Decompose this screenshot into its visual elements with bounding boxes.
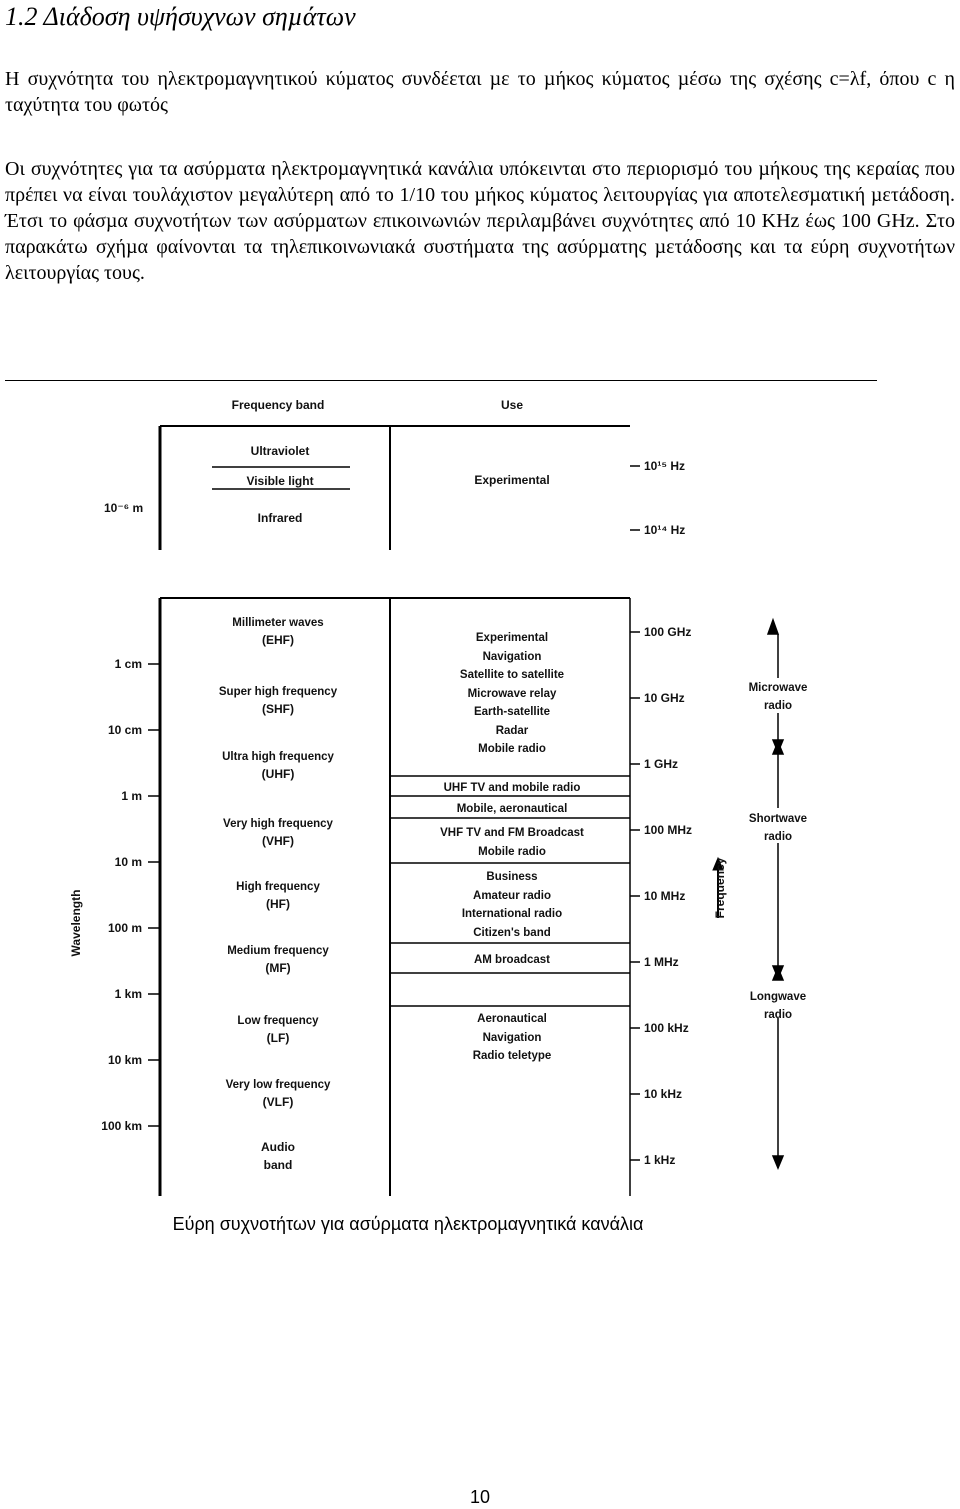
use-citizens-band: Citizen's band — [473, 927, 551, 939]
wavelength-ticks — [148, 663, 160, 1127]
freq-1ghz: 1 GHz — [644, 757, 678, 771]
microwave-radio-line1: Microwave — [749, 682, 808, 694]
use-satellite-to-satellite: Satellite to satellite — [460, 669, 564, 681]
use-navigation: Navigation — [483, 651, 542, 663]
freq-100ghz: 100 GHz — [644, 625, 691, 639]
freq-1mhz: 1 MHz — [644, 955, 679, 969]
spectrum-diagram: Frequency band Use Ultraviolet Visible l… — [69, 398, 808, 1196]
wavelength-1km: 1 km — [115, 987, 142, 1001]
band-lf-name: Low frequency — [237, 1015, 319, 1027]
paragraph-wave-relation: Η συχνότητα του ηλεκτροµαγνητικού κύµατο… — [5, 68, 955, 116]
band-audio-name: Audio — [261, 1140, 295, 1154]
section-heading: 1.2 Διάδοση υψήσυχνων σηµάτων — [5, 2, 356, 31]
axis-wavelength: Wavelength — [69, 890, 83, 957]
paragraph-frequency-range: Οι συχνότητες για τα ασύρµατα ηλεκτροµαγ… — [5, 158, 955, 284]
freq-1khz: 1 kHz — [644, 1153, 675, 1167]
freq-10mhz: 10 MHz — [644, 889, 685, 903]
wavelength-1m: 1 m — [121, 789, 142, 803]
freq-100khz: 100 kHz — [644, 1021, 689, 1035]
use-am-broadcast: AM broadcast — [474, 954, 550, 966]
freq-1e15: 10¹⁵ Hz — [644, 459, 685, 473]
band-ehf-name: Millimeter waves — [232, 617, 323, 629]
microwave-radio-line2: radio — [764, 700, 792, 712]
band-visible-light: Visible light — [246, 474, 313, 488]
frequency-spectrum-figure: Frequency band Use Ultraviolet Visible l… — [0, 388, 960, 1208]
use-radar: Radar — [496, 725, 529, 737]
optical-box — [158, 425, 640, 550]
radio-class-arrows — [766, 617, 785, 1170]
band-uhf-name: Ultra high frequency — [222, 751, 334, 763]
use-mobile-radio-vhf: Mobile radio — [478, 846, 546, 858]
wavelength-100km: 100 km — [101, 1119, 142, 1133]
page-number: 10 — [469, 1487, 491, 1507]
band-vlf-name: Very low frequency — [226, 1079, 331, 1091]
use-uhf-tv: UHF TV and mobile radio — [444, 782, 581, 794]
use-amateur-radio: Amateur radio — [473, 890, 551, 902]
frequency-arrow — [712, 856, 724, 918]
header-frequency-band: Frequency band — [232, 398, 325, 412]
freq-10khz: 10 kHz — [644, 1087, 682, 1101]
use-mobile-aeronautical: Mobile, aeronautical — [457, 803, 568, 815]
use-earth-satellite: Earth-satellite — [474, 706, 550, 718]
use-aeronautical: Aeronautical — [477, 1013, 547, 1025]
band-ehf-code: (EHF) — [262, 633, 294, 647]
wavelength-10m: 10 m — [115, 855, 142, 869]
wavelength-10cm: 10 cm — [108, 723, 142, 737]
wavelength-micrometer: 10⁻⁶ m — [104, 501, 143, 515]
figure-caption: Εύρη συχνοτήτων για ασύρµατα ηλεκτροµαγν… — [172, 1214, 644, 1234]
wavelength-1cm: 1 cm — [115, 657, 142, 671]
band-uhf-code: (UHF) — [262, 767, 295, 781]
band-ultraviolet: Ultraviolet — [251, 444, 310, 458]
shortwave-radio-line2: radio — [764, 831, 792, 843]
freq-100mhz: 100 MHz — [644, 823, 692, 837]
use-navigation-lf: Navigation — [483, 1032, 542, 1044]
band-infrared: Infrared — [258, 511, 303, 525]
freq-10ghz: 10 GHz — [644, 691, 685, 705]
band-mf-name: Medium frequency — [227, 945, 329, 957]
longwave-radio-line2: radio — [764, 1009, 792, 1021]
wavelength-100m: 100 m — [108, 921, 142, 935]
band-lf-code: (LF) — [267, 1031, 290, 1045]
use-mobile-radio-microwave: Mobile radio — [478, 743, 546, 755]
axis-frequency: Frequency — [713, 857, 727, 918]
use-vhf-tv-fm: VHF TV and FM Broadcast — [440, 827, 584, 839]
horizontal-rule — [5, 380, 877, 381]
use-experimental: Experimental — [476, 632, 548, 644]
use-international-radio: International radio — [462, 908, 562, 920]
band-shf-name: Super high frequency — [219, 686, 338, 698]
band-hf-code: (HF) — [266, 897, 290, 911]
use-radio-teletype: Radio teletype — [473, 1050, 552, 1062]
band-vhf-name: Very high frequency — [223, 818, 334, 830]
use-business: Business — [486, 871, 537, 883]
band-mf-code: (MF) — [265, 961, 290, 975]
shortwave-radio-line1: Shortwave — [749, 813, 807, 825]
use-experimental-optical: Experimental — [474, 473, 549, 487]
band-hf-name: High frequency — [236, 881, 320, 893]
freq-1e14: 10¹⁴ Hz — [644, 523, 685, 537]
band-audio-code: band — [264, 1158, 293, 1172]
band-vhf-code: (VHF) — [262, 834, 294, 848]
band-vlf-code: (VLF) — [263, 1095, 294, 1109]
longwave-radio-line1: Longwave — [750, 991, 806, 1003]
header-use: Use — [501, 398, 523, 412]
wavelength-10km: 10 km — [108, 1053, 142, 1067]
frequency-ticks — [630, 631, 640, 1161]
use-microwave-relay: Microwave relay — [468, 688, 557, 700]
band-shf-code: (SHF) — [262, 702, 294, 716]
